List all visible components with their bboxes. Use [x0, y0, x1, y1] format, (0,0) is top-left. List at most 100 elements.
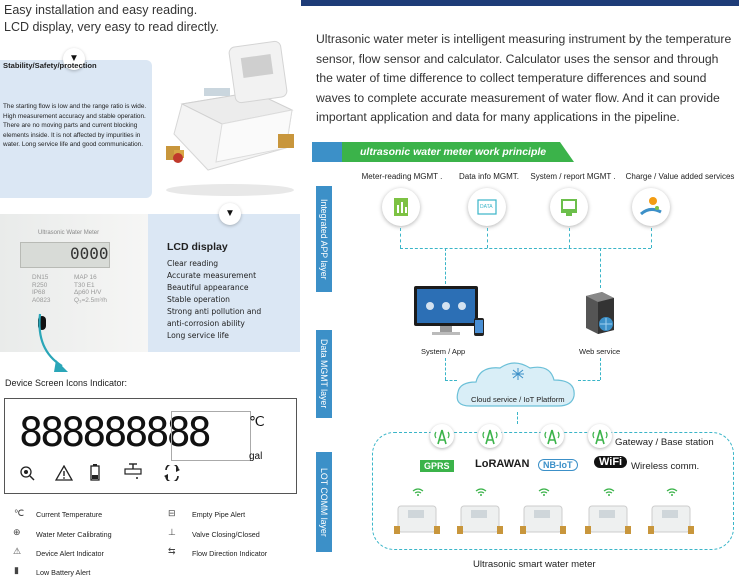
data-icon-text: DATA	[480, 204, 493, 210]
system-report-icon	[550, 188, 588, 226]
stability-card: ▼	[0, 48, 152, 198]
digit-frame	[171, 411, 251, 461]
protocol-nbiot: NB-IoT	[538, 459, 578, 471]
app-item-charge: Charge / Value added services	[625, 172, 735, 181]
calibrating-icon: ⊕	[13, 527, 21, 537]
spec-left-1: R250	[32, 281, 48, 289]
stability-body: The starting flow is low and the range r…	[3, 103, 147, 149]
antenna-icon	[588, 424, 612, 448]
lcd-feature: Strong anti pollution and	[167, 307, 262, 316]
lcd-reading: 0000	[70, 244, 109, 263]
battery-icon: ▮	[14, 565, 19, 575]
meter-reading-icon	[382, 188, 420, 226]
alert-icon: ⚠	[13, 546, 22, 556]
intro-line-1: Easy installation and easy reading.	[4, 3, 198, 17]
pointer-arrow	[38, 313, 68, 372]
lcd-brand: Ultrasonic Water Meter	[38, 230, 100, 236]
smart-meter-unit	[394, 500, 440, 540]
layer-data: Data MGMT layer	[316, 330, 332, 418]
unit-gal: gal	[249, 451, 263, 462]
legend-label: Device Alert Indicator	[36, 549, 104, 558]
spec-right-0: MAP 16	[74, 274, 97, 281]
connector	[487, 228, 488, 248]
connector	[600, 358, 601, 380]
legend-label: Low Battery Alert	[36, 568, 91, 577]
lcd-feature-list: Clear reading Accurate measurement Beaut…	[167, 258, 261, 342]
valve-icon: ⊥	[168, 527, 176, 537]
connector	[651, 228, 652, 248]
app-item-data-info: Data info MGMT.	[458, 172, 519, 181]
connector	[445, 248, 446, 284]
lcd-feature: Stable operation	[167, 295, 230, 304]
protocol-lorawan: LoRAWAN	[475, 458, 530, 470]
legend-label: Water Meter Calibrating	[36, 530, 112, 539]
gateway-label: Gateway / Base station	[615, 437, 714, 448]
legend-label: Valve Closing/Closed	[192, 530, 260, 539]
icons-header: Device Screen Icons Indicator:	[5, 378, 128, 388]
layer-app: Integrated APP layer	[316, 186, 332, 292]
cloud-icon	[456, 362, 575, 407]
lcd-feature: Beautiful appearance	[167, 283, 249, 292]
spec-left-0: DN15	[32, 274, 49, 281]
description: Ultrasonic water meter is intelligent me…	[316, 32, 732, 125]
unit-celsius: ℃	[249, 413, 265, 429]
lcd-spec-right: MAP 16 T30 E1 Δp60 H/V Q₃=2.5m³/h	[74, 274, 107, 304]
antenna-icon	[478, 424, 502, 448]
principle-banner-text: ultrasonic water meter work principle	[360, 146, 547, 158]
lcd-feature: Accurate measurement	[167, 271, 257, 280]
connector	[400, 248, 651, 249]
connector	[445, 358, 446, 380]
server-icon	[586, 292, 614, 334]
app-item-system-report: System / report MGMT .	[530, 172, 616, 181]
lcd-card	[148, 214, 300, 352]
flow-direction-icon: ⇆	[168, 546, 176, 556]
footer-label: Ultrasonic smart water meter	[473, 559, 596, 570]
flow-direction-icon	[164, 465, 180, 481]
water-meter-photo	[166, 40, 294, 196]
lcd-spec-left: DN15 R250 IP68 A0823	[32, 274, 50, 304]
antenna-icon	[540, 424, 564, 448]
wireless-label: Wireless comm.	[631, 461, 700, 472]
intro-line-2: LCD display, very easy to read directly.	[4, 20, 219, 34]
battery-icon	[90, 464, 100, 481]
spec-right-2: Δp60 H/V	[74, 289, 102, 297]
legend-label: Current Temperature	[36, 510, 103, 519]
screen-digits: 888888888	[19, 410, 212, 456]
smart-meter-unit	[648, 500, 694, 540]
smart-meter-unit	[585, 500, 631, 540]
connector	[400, 228, 401, 248]
spec-right-3: Q₃=2.5m³/h	[74, 296, 107, 304]
empty-pipe-icon: ⊟	[168, 508, 176, 518]
lcd-photo: Ultrasonic Water Meter 0000 DN15 R250 IP…	[0, 214, 148, 352]
alert-icon	[55, 465, 73, 481]
connector	[569, 228, 570, 248]
cloud-network-icon	[512, 368, 524, 380]
lcd-photo-bg	[0, 214, 148, 352]
calibrating-icon	[20, 466, 35, 481]
data-info-icon: DATA	[468, 188, 506, 226]
smart-meter-unit	[457, 500, 503, 540]
stability-title: Stability/Safety/protection	[3, 61, 97, 70]
spec-left-2: IP68	[32, 289, 46, 297]
chevron-down-icon: ▼	[63, 48, 85, 70]
intro-text: Easy installation and easy reading. LCD …	[4, 2, 296, 36]
wifi-icon	[475, 488, 487, 496]
temperature-icon: ℃	[14, 508, 25, 518]
connector	[600, 248, 601, 288]
computer-icon	[414, 286, 484, 336]
wifi-icon	[603, 488, 615, 496]
antenna-icon	[430, 424, 454, 448]
connector	[517, 412, 518, 424]
app-item-meter-reading: Meter-reading MGMT .	[361, 172, 443, 181]
wifi-icon	[538, 488, 550, 496]
connector	[445, 380, 457, 381]
cloud-label: Cloud service / IoT Platform	[471, 395, 565, 404]
charge-service-icon	[632, 188, 670, 226]
lcd-title: LCD display	[167, 241, 228, 253]
top-rule	[301, 0, 739, 6]
chevron-down-icon: ▼	[219, 203, 241, 225]
lcd-feature: Long service life	[167, 331, 229, 340]
wifi-icon	[666, 488, 678, 496]
protocol-wifi: WiFi	[594, 456, 628, 468]
lcd-screen	[20, 242, 110, 268]
